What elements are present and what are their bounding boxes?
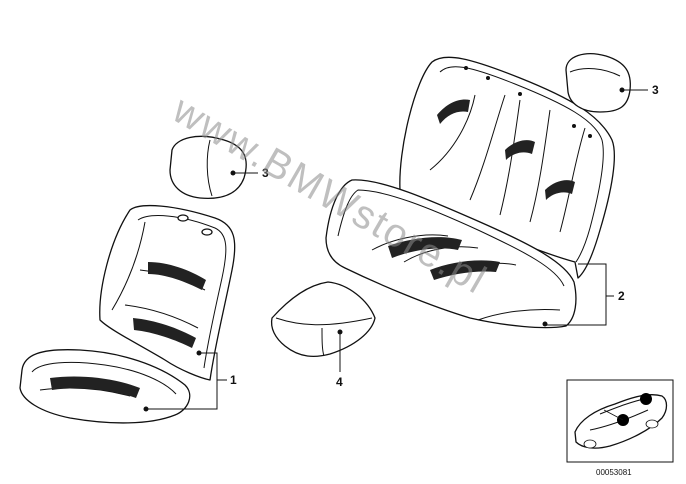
front-seat-cushion <box>19 349 191 424</box>
rear-seat-marker-icon <box>640 393 652 405</box>
callout-1: 1 <box>230 373 237 387</box>
rear-seat-cushion <box>325 179 577 329</box>
vehicle-locator-inset: 00053081 <box>566 379 674 477</box>
headrest-right <box>565 53 631 113</box>
callout-4: 4 <box>336 375 343 389</box>
armrest-pad <box>270 281 376 358</box>
diagram-reference-number: 00053081 <box>596 468 632 477</box>
leader-lines <box>146 89 648 410</box>
callout-3-right: 3 <box>652 83 659 97</box>
front-backrest <box>99 204 236 381</box>
callout-3-left: 3 <box>262 166 269 180</box>
headrest-left <box>169 135 247 200</box>
callout-2: 2 <box>618 289 625 303</box>
